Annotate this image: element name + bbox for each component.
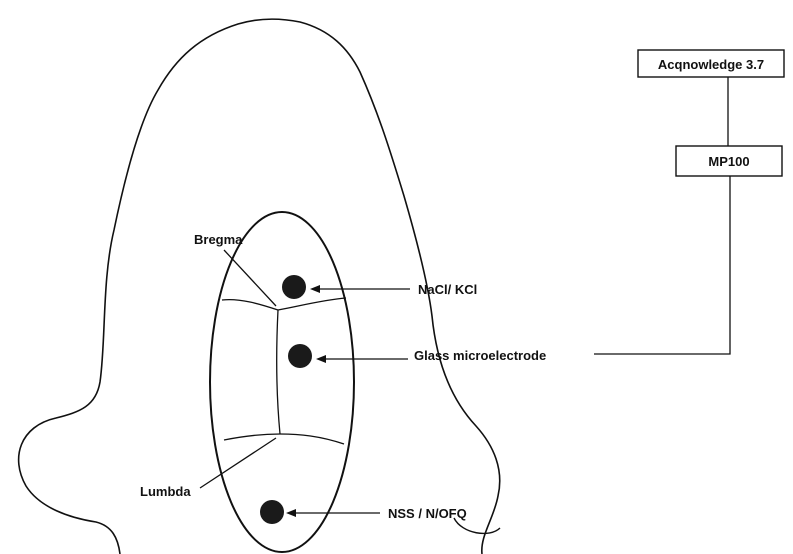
bregma-leader-line (224, 250, 276, 306)
arrow-nacl-kcl (310, 285, 410, 293)
glass-microelectrode-label: Glass microelectrode (414, 348, 546, 363)
nss-nofq-label: NSS / N/OFQ (388, 506, 467, 521)
nss-nofq-site (260, 500, 284, 524)
mp100-label: MP100 (708, 154, 749, 169)
bregma-label: Bregma (194, 232, 243, 247)
lambdoid-suture (224, 434, 344, 444)
mp100-to-electrode-line (594, 176, 730, 354)
lumbda-leader-line (200, 438, 276, 488)
sagittal-suture (277, 310, 280, 434)
coronal-suture (222, 298, 346, 310)
glass-microelectrode-site (288, 344, 312, 368)
nacl-kcl-label: NaCl/ KCl (418, 282, 477, 297)
lumbda-label: Lumbda (140, 484, 191, 499)
arrow-glass-microelectrode (316, 355, 408, 363)
skull-outline (210, 212, 354, 552)
arrow-nss-nofq (286, 509, 380, 517)
acqknowledge-label: Acqnowledge 3.7 (658, 57, 764, 72)
nacl-kcl-site (282, 275, 306, 299)
